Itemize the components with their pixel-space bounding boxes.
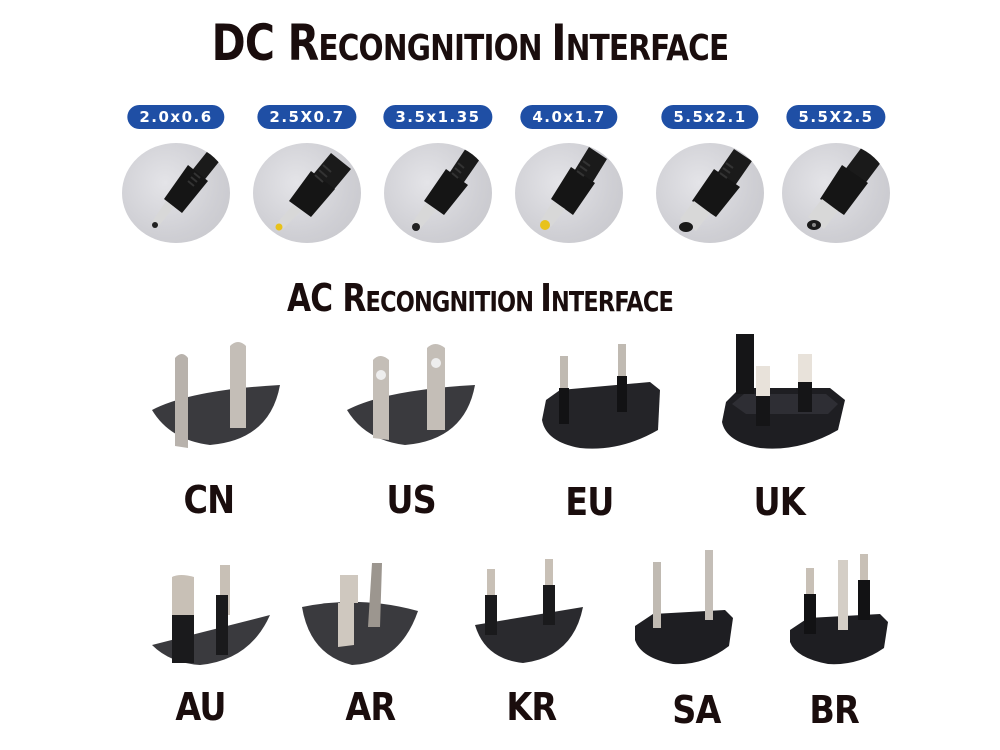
dc-plug-icon — [275, 153, 351, 231]
plug-label: UK — [753, 480, 805, 524]
plug-label: SA — [672, 688, 721, 732]
plug-label: BR — [809, 688, 859, 732]
dc-plug-icon — [152, 148, 222, 228]
plug-au: AU — [150, 555, 280, 729]
dc-plug-icon — [807, 147, 882, 230]
dc-plug-image — [656, 143, 764, 243]
title-letter: C — [244, 14, 288, 72]
plug-sa: SA — [633, 548, 743, 732]
cn-plug-icon — [152, 342, 280, 448]
dc-plug-image — [384, 143, 492, 243]
dc-plug-icon — [540, 147, 607, 230]
dc-plug-image — [782, 143, 890, 243]
title-letter: I — [540, 276, 552, 320]
plug-ar: AR — [300, 555, 430, 729]
dc-connector-2-5x0-7: 2.5X0.7 — [247, 105, 367, 255]
plug-label: AR — [345, 685, 396, 729]
title-word: ECONGNITION — [365, 287, 541, 318]
kr-plug-icon — [475, 559, 583, 663]
dc-connector-3-5x1-35: 3.5x1.35 — [378, 105, 498, 255]
title-letter: D — [211, 14, 246, 72]
plug-br: BR — [788, 548, 898, 732]
title-word: NTERFACE — [565, 28, 729, 69]
dc-connector-5-5x2-1: 5.5x2.1 — [650, 105, 770, 255]
plug-label: KR — [506, 685, 557, 729]
plug-kr: KR — [473, 555, 603, 729]
size-badge: 5.5x2.1 — [661, 105, 759, 129]
plug-label: CN — [183, 478, 235, 522]
title-word: ECONGNITION — [318, 28, 552, 69]
dc-plug-image — [515, 143, 623, 243]
plug-uk: UK — [720, 330, 860, 524]
dc-connector-2-0x0-6: 2.0x0.6 — [116, 105, 236, 255]
title-word: NTERFACE — [550, 287, 674, 318]
us-plug-icon — [347, 344, 475, 445]
plug-label: AU — [175, 685, 226, 729]
au-plug-icon — [152, 565, 270, 665]
ar-plug-icon — [302, 563, 418, 665]
plug-label: EU — [565, 480, 614, 524]
dc-plug-icon — [679, 149, 752, 232]
title-letter: R — [287, 14, 320, 72]
dc-connector-4-0x1-7: 4.0x1.7 — [509, 105, 629, 255]
size-badge: 3.5x1.35 — [383, 105, 493, 129]
plug-eu: EU — [540, 330, 680, 524]
sa-plug-icon — [635, 550, 733, 665]
title-letter: R — [342, 276, 366, 320]
plug-us: US — [345, 330, 485, 522]
dc-plug-image — [122, 143, 230, 243]
dc-plug-icon — [412, 148, 480, 231]
size-badge: 5.5X2.5 — [786, 105, 886, 129]
dc-plug-image — [253, 143, 361, 243]
dc-connector-5-5x2-5: 5.5X2.5 — [776, 105, 896, 255]
size-badge: 2.0x0.6 — [127, 105, 225, 129]
size-badge: 2.5X0.7 — [257, 105, 357, 129]
ac-section-title: AC RECONGNITION INTERFACE — [70, 276, 890, 320]
title-letter: A — [286, 276, 311, 320]
dc-section-title: DC RECONGNITION INTERFACE — [60, 14, 880, 72]
title-letter: C — [310, 276, 343, 320]
title-letter: I — [551, 14, 566, 72]
plug-cn: CN — [150, 330, 290, 522]
size-badge: 4.0x1.7 — [520, 105, 618, 129]
eu-plug-icon — [542, 344, 660, 449]
uk-plug-icon — [722, 334, 845, 449]
plug-label: US — [386, 478, 436, 522]
br-plug-icon — [790, 554, 888, 665]
